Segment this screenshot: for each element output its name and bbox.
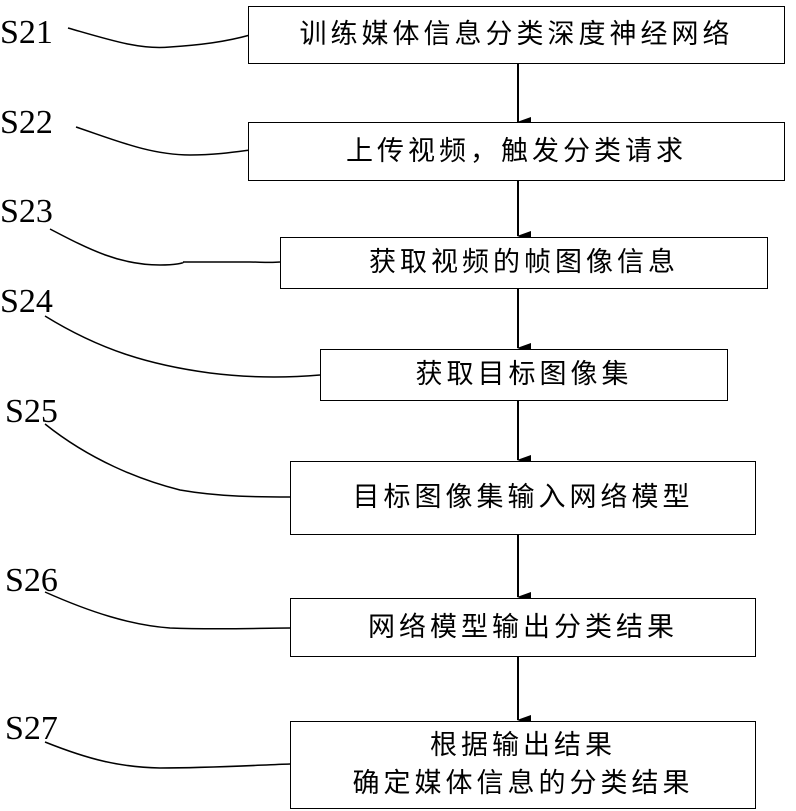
step-text: 目标图像集输入网络模型 — [352, 482, 694, 513]
leader-s21 — [67, 27, 251, 49]
step-text-line-2: 确定媒体信息的分类结果 — [352, 768, 694, 799]
step-label-s24: S24 — [0, 283, 53, 320]
step-label-s26: S26 — [5, 562, 58, 599]
step-text: 获取视频的帧图像信息 — [369, 247, 679, 278]
step-text: 上传视频，触发分类请求 — [346, 135, 687, 167]
step-box-s24: 获取目标图像集 — [320, 349, 728, 401]
step-label-s21: S21 — [0, 14, 53, 51]
step-label-s27: S27 — [5, 710, 58, 747]
step-label-s23: S23 — [0, 193, 53, 230]
step-label-s25: S25 — [5, 393, 58, 430]
leader-s25 — [44, 423, 291, 498]
leader-s24 — [44, 315, 321, 378]
step-label-s22: S22 — [0, 104, 53, 141]
step-box-s25: 目标图像集输入网络模型 — [290, 461, 756, 535]
leader-s23 — [49, 228, 281, 266]
step-text: 训练媒体信息分类深度神经网络 — [299, 19, 734, 50]
step-text: 网络模型输出分类结果 — [368, 611, 678, 643]
leader-s26 — [44, 591, 291, 630]
step-text: 获取目标图像集 — [415, 359, 633, 390]
step-box-s27: 根据输出结果 确定媒体信息的分类结果 — [290, 721, 756, 809]
leader-s22 — [75, 126, 251, 156]
step-box-s21: 训练媒体信息分类深度神经网络 — [248, 6, 785, 64]
step-text-line-1: 根据输出结果 — [430, 730, 616, 761]
step-box-s26: 网络模型输出分类结果 — [290, 598, 756, 657]
step-box-s23: 获取视频的帧图像信息 — [280, 237, 768, 289]
step-box-s22: 上传视频，触发分类请求 — [248, 122, 785, 181]
leader-s27 — [44, 741, 291, 769]
